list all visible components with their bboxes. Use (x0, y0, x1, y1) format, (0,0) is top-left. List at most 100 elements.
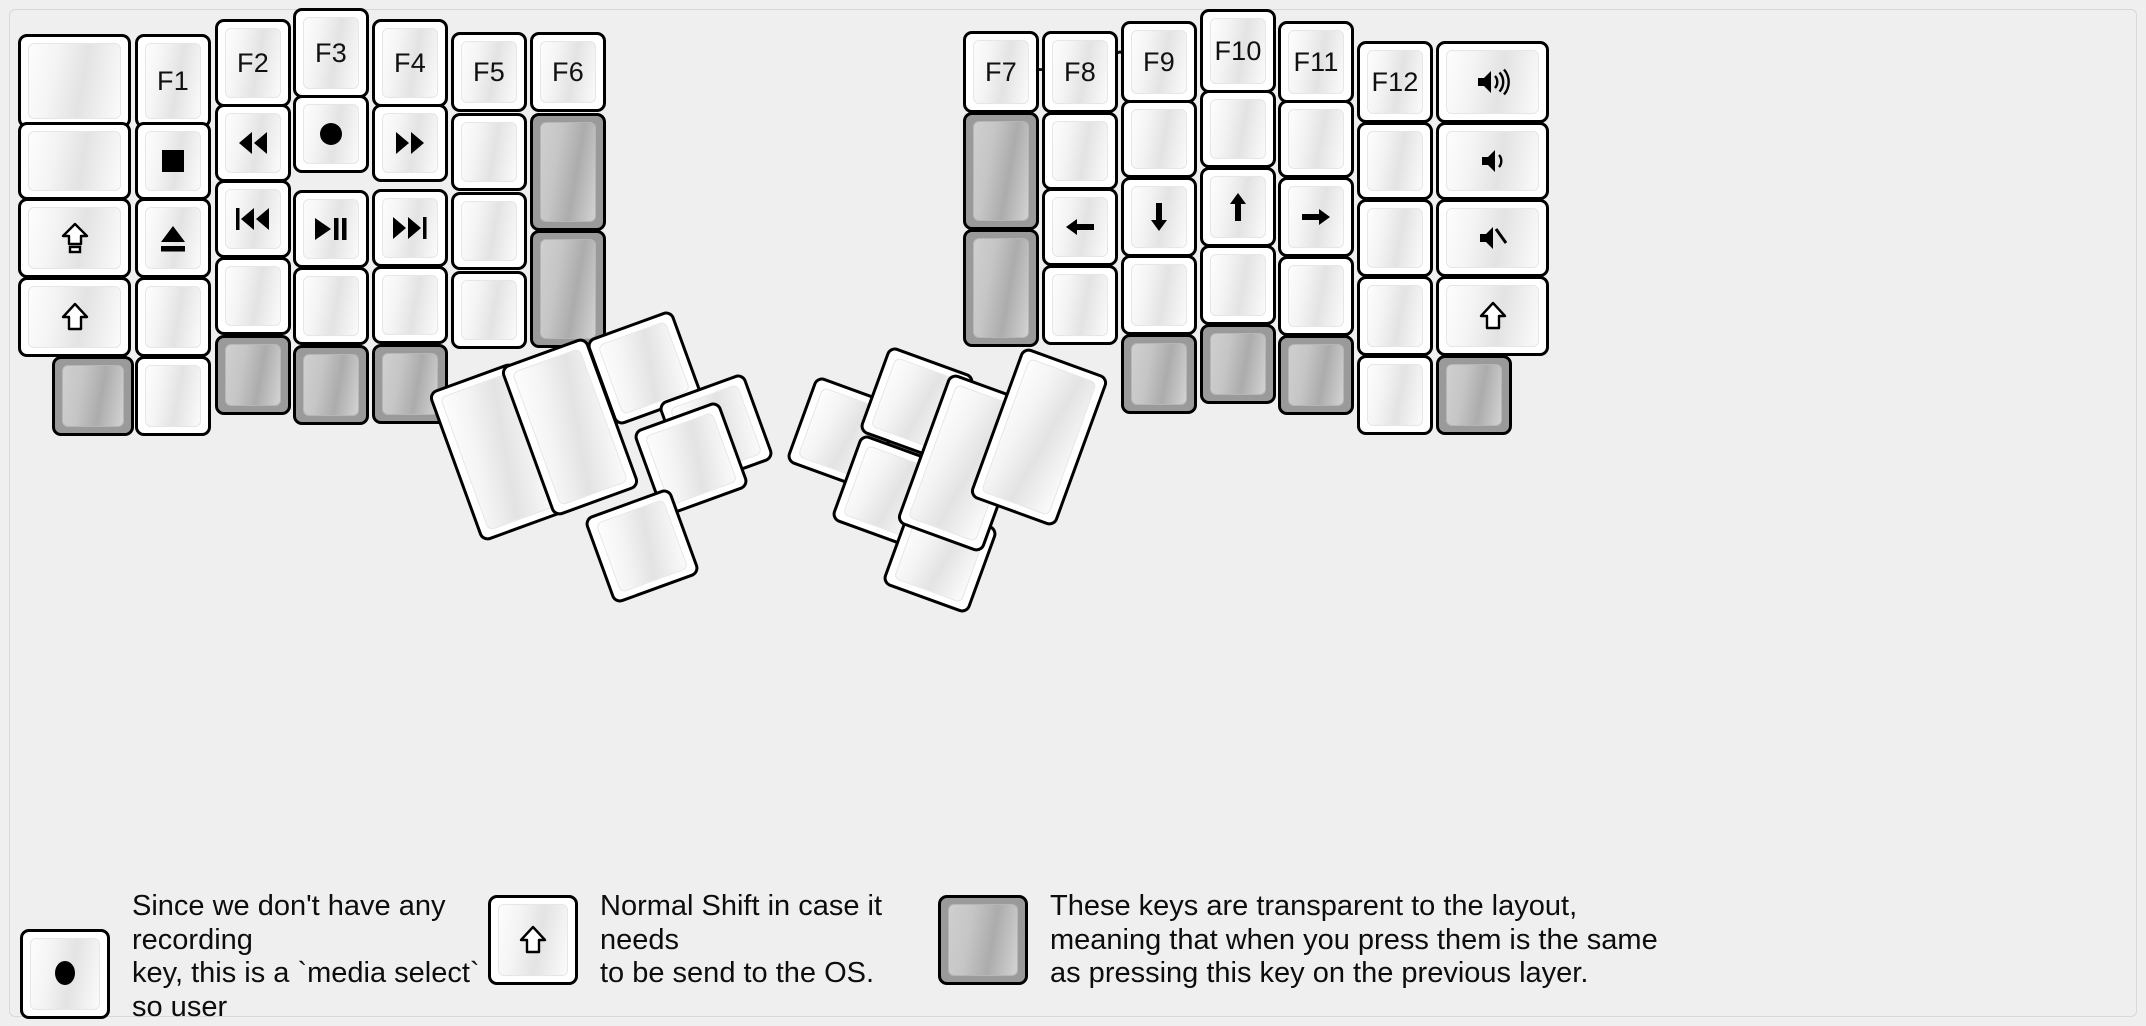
key-blank[interactable] (135, 277, 211, 357)
key-media-playpause[interactable] (293, 190, 369, 268)
key-blank[interactable] (451, 113, 527, 191)
key-volume-mute[interactable] (1436, 199, 1549, 277)
key-cap (1288, 344, 1344, 406)
key-cap: F8 (1052, 40, 1108, 104)
media-stop-icon (158, 146, 188, 176)
key-cap (145, 286, 201, 348)
key-cap (1367, 131, 1423, 191)
legend-item-record: Since we don't have any recording key, t… (20, 890, 490, 1026)
key-blank[interactable] (1357, 276, 1433, 356)
key-f8[interactable]: F8 (1042, 31, 1118, 113)
key-cap (1210, 99, 1266, 159)
key-f1[interactable]: F1 (135, 34, 211, 128)
key-blank[interactable] (1278, 100, 1354, 178)
key-transparent[interactable] (530, 230, 606, 348)
key-blank[interactable] (135, 356, 211, 436)
key-cap (145, 207, 201, 269)
key-cap (1446, 285, 1539, 347)
key-blank[interactable] (1357, 122, 1433, 200)
key-cap (1052, 197, 1108, 257)
key-eject[interactable] (135, 198, 211, 278)
key-blank[interactable] (293, 267, 369, 345)
key-transparent[interactable] (1278, 335, 1354, 415)
key-f12[interactable]: F12 (1357, 41, 1433, 123)
key-caps-lock[interactable] (18, 198, 131, 278)
key-shift-arrow[interactable] (18, 277, 131, 357)
key-f11[interactable]: F11 (1278, 21, 1354, 103)
key-cap: F11 (1288, 30, 1344, 94)
key-cap (303, 354, 359, 416)
key-transparent[interactable] (215, 335, 291, 415)
key-blank[interactable] (1121, 255, 1197, 335)
key-cap (303, 104, 359, 164)
key-media-next[interactable] (372, 189, 448, 267)
key-blank[interactable] (18, 34, 131, 128)
key-cap: F4 (382, 28, 438, 98)
key-f3[interactable]: F3 (293, 8, 369, 98)
key-label: F12 (1371, 66, 1419, 97)
key-label: F3 (315, 37, 347, 68)
key-shift-arrow[interactable] (1436, 276, 1549, 356)
key-media-rewind[interactable] (215, 104, 291, 182)
key-f9[interactable]: F9 (1121, 21, 1197, 103)
key-f10[interactable]: F10 (1200, 9, 1276, 93)
key-cap (303, 199, 359, 259)
key-cap: F7 (973, 40, 1029, 104)
key-media-prev[interactable] (215, 180, 291, 258)
key-media-stop[interactable] (135, 122, 211, 200)
key-blank[interactable] (968, 346, 1110, 528)
key-transparent[interactable] (52, 356, 134, 436)
key-transparent[interactable] (963, 112, 1039, 230)
key-media-ffwd[interactable] (372, 104, 448, 182)
key-f5[interactable]: F5 (451, 32, 527, 112)
key-cap: F2 (225, 28, 281, 98)
key-transparent[interactable] (293, 345, 369, 425)
legend-key-cap (30, 938, 100, 1011)
key-volume-down[interactable] (1436, 122, 1549, 200)
key-arrow-left[interactable] (1042, 188, 1118, 266)
key-transparent[interactable] (1436, 355, 1512, 435)
key-f2[interactable]: F2 (215, 19, 291, 107)
key-cap (28, 207, 121, 269)
key-blank[interactable] (451, 192, 527, 270)
key-label: F7 (985, 56, 1017, 87)
key-cap (1210, 176, 1266, 238)
key-media-record[interactable] (293, 95, 369, 173)
key-label: F1 (157, 65, 189, 96)
key-f6[interactable]: F6 (530, 32, 606, 112)
key-blank[interactable] (215, 257, 291, 335)
key-cap (1210, 333, 1266, 395)
key-blank[interactable] (1278, 256, 1354, 336)
arrow-down-icon (1145, 201, 1173, 233)
key-blank[interactable] (1042, 112, 1118, 190)
key-blank[interactable] (1121, 100, 1197, 178)
shift-arrow-icon (60, 302, 90, 332)
key-volume-up[interactable] (1436, 41, 1549, 123)
key-arrow-up[interactable] (1200, 167, 1276, 247)
key-transparent[interactable] (530, 113, 606, 231)
key-transparent[interactable] (1121, 334, 1197, 414)
key-arrow-down[interactable] (1121, 177, 1197, 257)
key-label: F4 (394, 47, 426, 78)
key-blank[interactable] (451, 271, 527, 349)
volume-mute-icon (1478, 223, 1508, 253)
key-blank[interactable] (1200, 245, 1276, 325)
key-cap (145, 131, 201, 191)
key-blank[interactable] (1042, 265, 1118, 345)
key-f4[interactable]: F4 (372, 19, 448, 107)
key-blank[interactable] (1357, 199, 1433, 277)
key-blank[interactable] (18, 122, 131, 200)
key-cap (973, 121, 1029, 221)
media-rewind-icon (236, 128, 270, 158)
key-cap (382, 353, 438, 415)
key-transparent[interactable] (1200, 324, 1276, 404)
key-transparent[interactable] (963, 229, 1039, 347)
key-label: F9 (1143, 46, 1175, 77)
key-f7[interactable]: F7 (963, 31, 1039, 113)
key-cap (382, 275, 438, 335)
key-blank[interactable] (372, 266, 448, 344)
key-blank[interactable] (1200, 90, 1276, 168)
key-blank[interactable] (1357, 355, 1433, 435)
key-cap (225, 113, 281, 173)
key-arrow-right[interactable] (1278, 177, 1354, 257)
